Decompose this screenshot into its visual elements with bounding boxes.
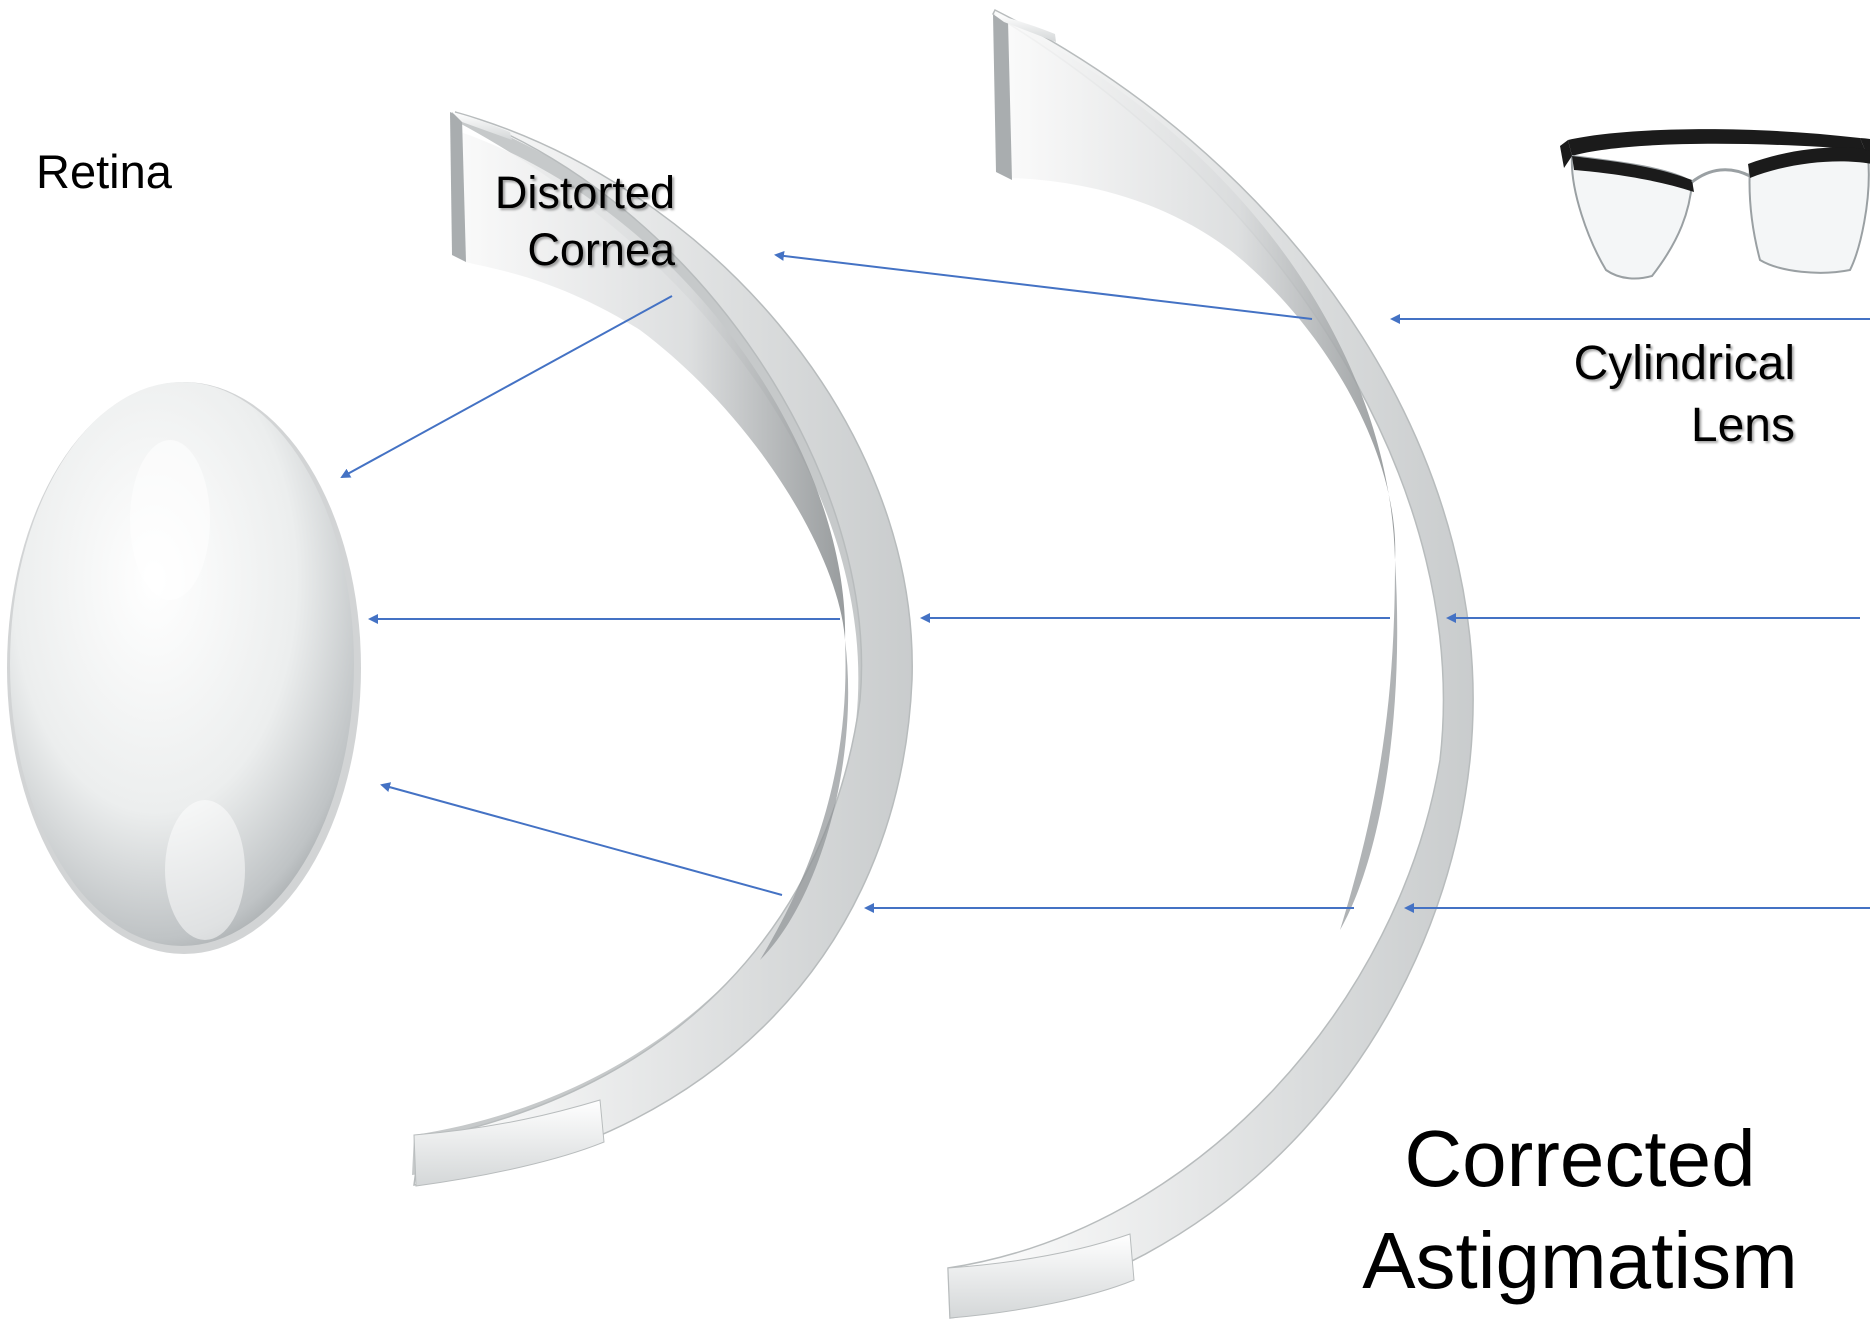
cornea-label: Distorted Cornea [440,164,675,278]
light-rays [340,250,1870,913]
ray-top-through-lens [774,250,1313,320]
retina-label: Retina [36,145,172,198]
cylindrical-lens-label-line2: Lens [1690,399,1795,452]
cornea-label-line1: Distorted [494,167,675,218]
ray-top-to-retina [340,295,673,478]
cornea-shape [412,111,913,1187]
cornea-label-line2: Cornea [527,224,675,275]
diagram-title-line2: Astigmatism [1362,1216,1798,1305]
ray-bottom-to-retina [380,782,783,896]
retina-shape [7,382,361,954]
diagram-title-line1: Corrected [1404,1114,1756,1203]
cylindrical-lens-label-line1: Cylindrical [1573,337,1795,390]
cylindrical-lens-label: Cylindrical Lens [1480,333,1795,457]
eyeglasses-icon [1560,129,1870,280]
cylindrical-lens-shape [947,8,1474,1319]
diagram-title: Corrected Astigmatism [1330,1108,1830,1312]
